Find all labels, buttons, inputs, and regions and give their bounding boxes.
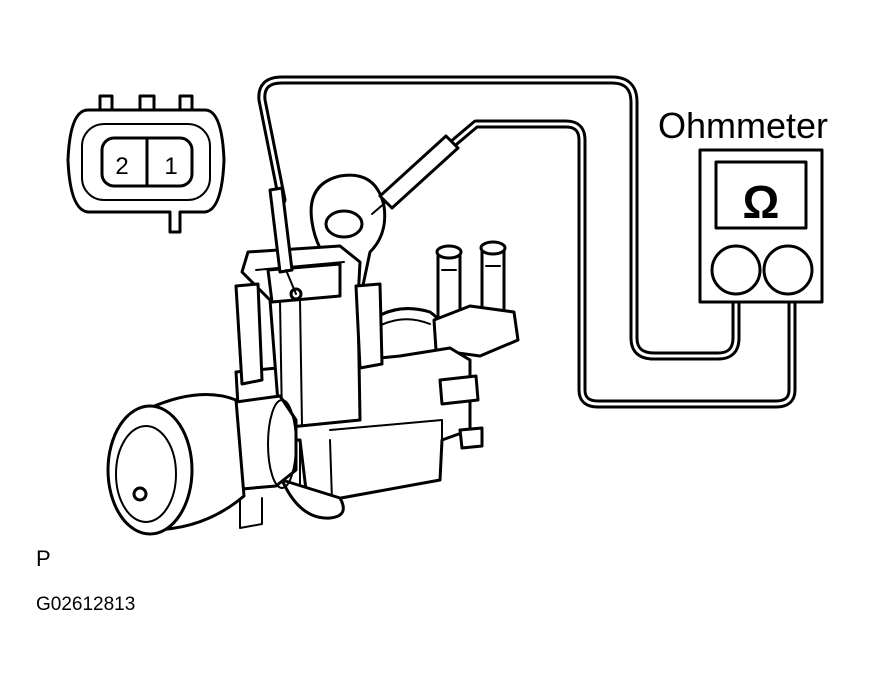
ohmmeter: Ω Ohmmeter <box>658 105 828 304</box>
vacuum-port-right <box>479 240 507 320</box>
figure-id: G02612813 <box>36 594 135 615</box>
view-marker: P <box>36 546 51 571</box>
pin-label-1: 1 <box>164 153 177 180</box>
meter-terminal-right <box>762 244 814 296</box>
connector-front-view: 2 1 <box>66 94 226 234</box>
meter-label: Ohmmeter <box>658 105 828 146</box>
solenoid-coil <box>106 393 298 536</box>
pin-label-2: 2 <box>115 153 128 180</box>
ohm-icon: Ω <box>743 176 780 228</box>
probe-body-ground <box>371 134 460 215</box>
probe-connector <box>268 186 297 295</box>
meter-terminal-left <box>710 244 762 296</box>
test-leads <box>257 75 797 409</box>
valve-electrical-connector <box>234 244 384 430</box>
vacuum-switching-valve <box>106 173 520 536</box>
